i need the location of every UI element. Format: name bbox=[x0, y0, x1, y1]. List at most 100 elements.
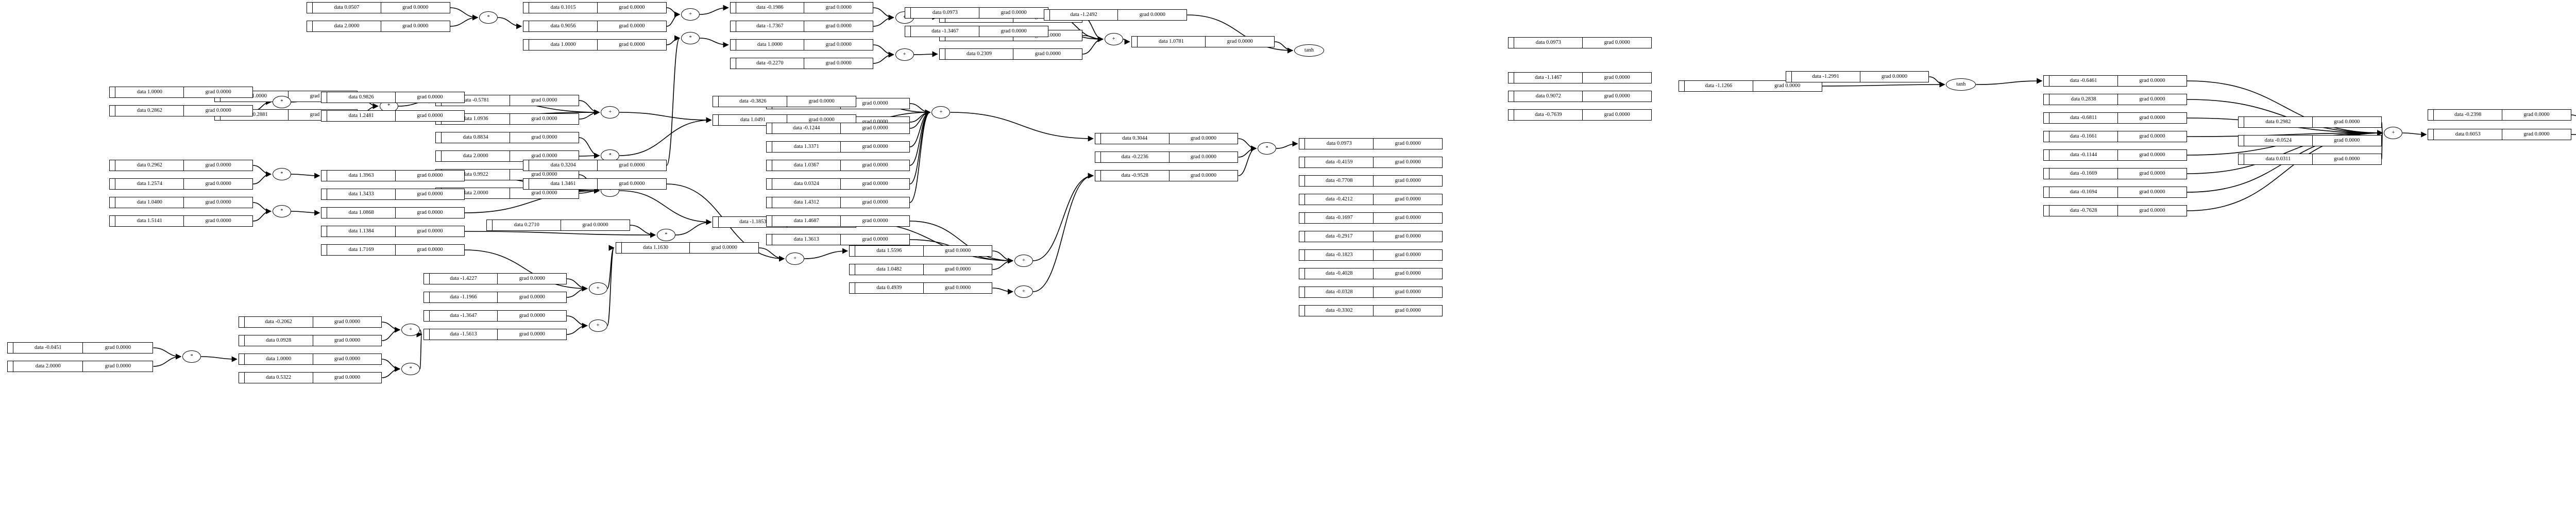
node-data-cell: data 0.9922 bbox=[442, 170, 510, 180]
node-grad-cell: grad 0.0000 bbox=[417, 113, 443, 119]
node-grad-cell: grad 0.0000 bbox=[1881, 74, 1908, 79]
node-data-cell: data 2.0000 bbox=[13, 361, 83, 372]
node-grad-cell: grad 0.0000 bbox=[1774, 83, 1801, 89]
op-label: * bbox=[280, 171, 283, 177]
op-label: + bbox=[1022, 257, 1025, 263]
node-name-cell bbox=[321, 92, 328, 103]
op-node-add: + bbox=[2384, 127, 2403, 139]
node-grad-cell: grad 0.0000 bbox=[2139, 171, 2165, 176]
node-grad-cell: grad 0.0000 bbox=[862, 199, 888, 205]
op-node-add: + bbox=[588, 319, 607, 332]
node-name-cell bbox=[424, 329, 430, 340]
node-grad-cell: grad 0.0000 bbox=[1395, 141, 1421, 146]
op-node-add: + bbox=[1014, 285, 1033, 298]
node-data-cell: data 0.0311 bbox=[2244, 154, 2313, 164]
node-data-cell: data -0.1669 bbox=[2049, 169, 2119, 179]
node-grad-cell: grad 0.0000 bbox=[808, 117, 835, 123]
op-label: * bbox=[409, 365, 412, 372]
node-name-cell bbox=[850, 264, 855, 275]
op-node-mul: * bbox=[272, 205, 291, 217]
node-name-cell bbox=[1299, 176, 1306, 186]
node-data-cell: data 0.2838 bbox=[2049, 94, 2119, 105]
node-grad-cell: grad 0.0000 bbox=[862, 100, 888, 106]
node-grad-cell: grad 0.0000 bbox=[417, 173, 443, 178]
op-label: tanh bbox=[1956, 81, 1966, 87]
node-grad-cell: grad 0.0000 bbox=[531, 153, 557, 159]
node-name-cell bbox=[713, 115, 719, 125]
node-name-cell bbox=[1299, 157, 1306, 167]
op-label: + bbox=[608, 109, 612, 115]
node-grad-cell: grad 0.0000 bbox=[582, 222, 608, 228]
node-data-cell: data 1.3371 bbox=[772, 142, 841, 152]
op-node-add: + bbox=[786, 252, 805, 265]
node-grad-cell: grad 0.0000 bbox=[862, 119, 888, 125]
node-data-cell: data -0.6461 bbox=[2049, 76, 2119, 86]
node-data-cell: data 1.4312 bbox=[772, 197, 841, 208]
node-grad-cell: grad 0.0000 bbox=[862, 181, 888, 187]
node-data-cell: data 0.9826 bbox=[327, 92, 396, 103]
node-data-cell: data -0.5781 bbox=[442, 95, 510, 106]
node-data-cell: data -0.3826 bbox=[719, 96, 788, 107]
node-grad-cell: grad 0.0000 bbox=[1395, 233, 1421, 239]
node-grad-cell: grad 0.0000 bbox=[944, 266, 971, 272]
node-data-cell: data 1.2481 bbox=[327, 111, 396, 121]
node-data-cell: data 1.0491 bbox=[719, 115, 788, 125]
node-name-cell bbox=[239, 354, 245, 364]
node-grad-cell: grad 0.0000 bbox=[2139, 96, 2165, 102]
node-grad-cell: grad 0.0000 bbox=[417, 247, 443, 252]
node-data-cell: data -0.1244 bbox=[772, 123, 841, 133]
node-data-cell: data 0.5322 bbox=[245, 373, 313, 383]
node-data-cell: data -0.7708 bbox=[1305, 176, 1374, 186]
node-name-cell bbox=[1299, 213, 1306, 223]
node-name-cell bbox=[321, 245, 328, 255]
op-label: + bbox=[596, 285, 600, 291]
node-grad-cell: grad 0.0000 bbox=[711, 245, 737, 250]
node-grad-cell: grad 0.0000 bbox=[2334, 119, 2360, 125]
node-name-cell bbox=[2239, 117, 2244, 127]
node-name-cell bbox=[2428, 129, 2434, 140]
node-grad-cell: grad 0.0000 bbox=[1395, 308, 1421, 313]
node-name-cell bbox=[850, 283, 855, 293]
node-name-cell bbox=[2239, 136, 2244, 146]
op-label: + bbox=[1112, 36, 1115, 42]
node-grad-cell: grad 0.0000 bbox=[2139, 208, 2165, 213]
node-data-cell: data 0.9072 bbox=[1514, 91, 1583, 102]
node-name-cell bbox=[523, 3, 530, 13]
node-data-cell: data 1.0000 bbox=[245, 354, 313, 364]
op-label: * bbox=[689, 35, 692, 41]
node-grad-cell: grad 0.0000 bbox=[205, 181, 231, 187]
node-data-cell: data 0.0973 bbox=[911, 8, 980, 18]
node-name-cell bbox=[2044, 76, 2050, 86]
node-grad-cell: grad 0.0000 bbox=[334, 338, 360, 343]
node-data-cell: data -1.3647 bbox=[430, 311, 498, 321]
node-grad-cell: grad 0.0000 bbox=[1139, 12, 1165, 18]
node-grad-cell: grad 0.0000 bbox=[1190, 154, 1217, 160]
node-name-cell bbox=[436, 132, 442, 143]
node-grad-cell: grad 0.0000 bbox=[619, 181, 645, 187]
node-grad-cell: grad 0.0000 bbox=[205, 199, 231, 205]
node-name-cell bbox=[1132, 37, 1138, 47]
op-label: tanh bbox=[1304, 47, 1314, 53]
node-grad-cell: grad 0.0000 bbox=[808, 98, 835, 104]
node-grad-cell: grad 0.0000 bbox=[205, 108, 231, 113]
